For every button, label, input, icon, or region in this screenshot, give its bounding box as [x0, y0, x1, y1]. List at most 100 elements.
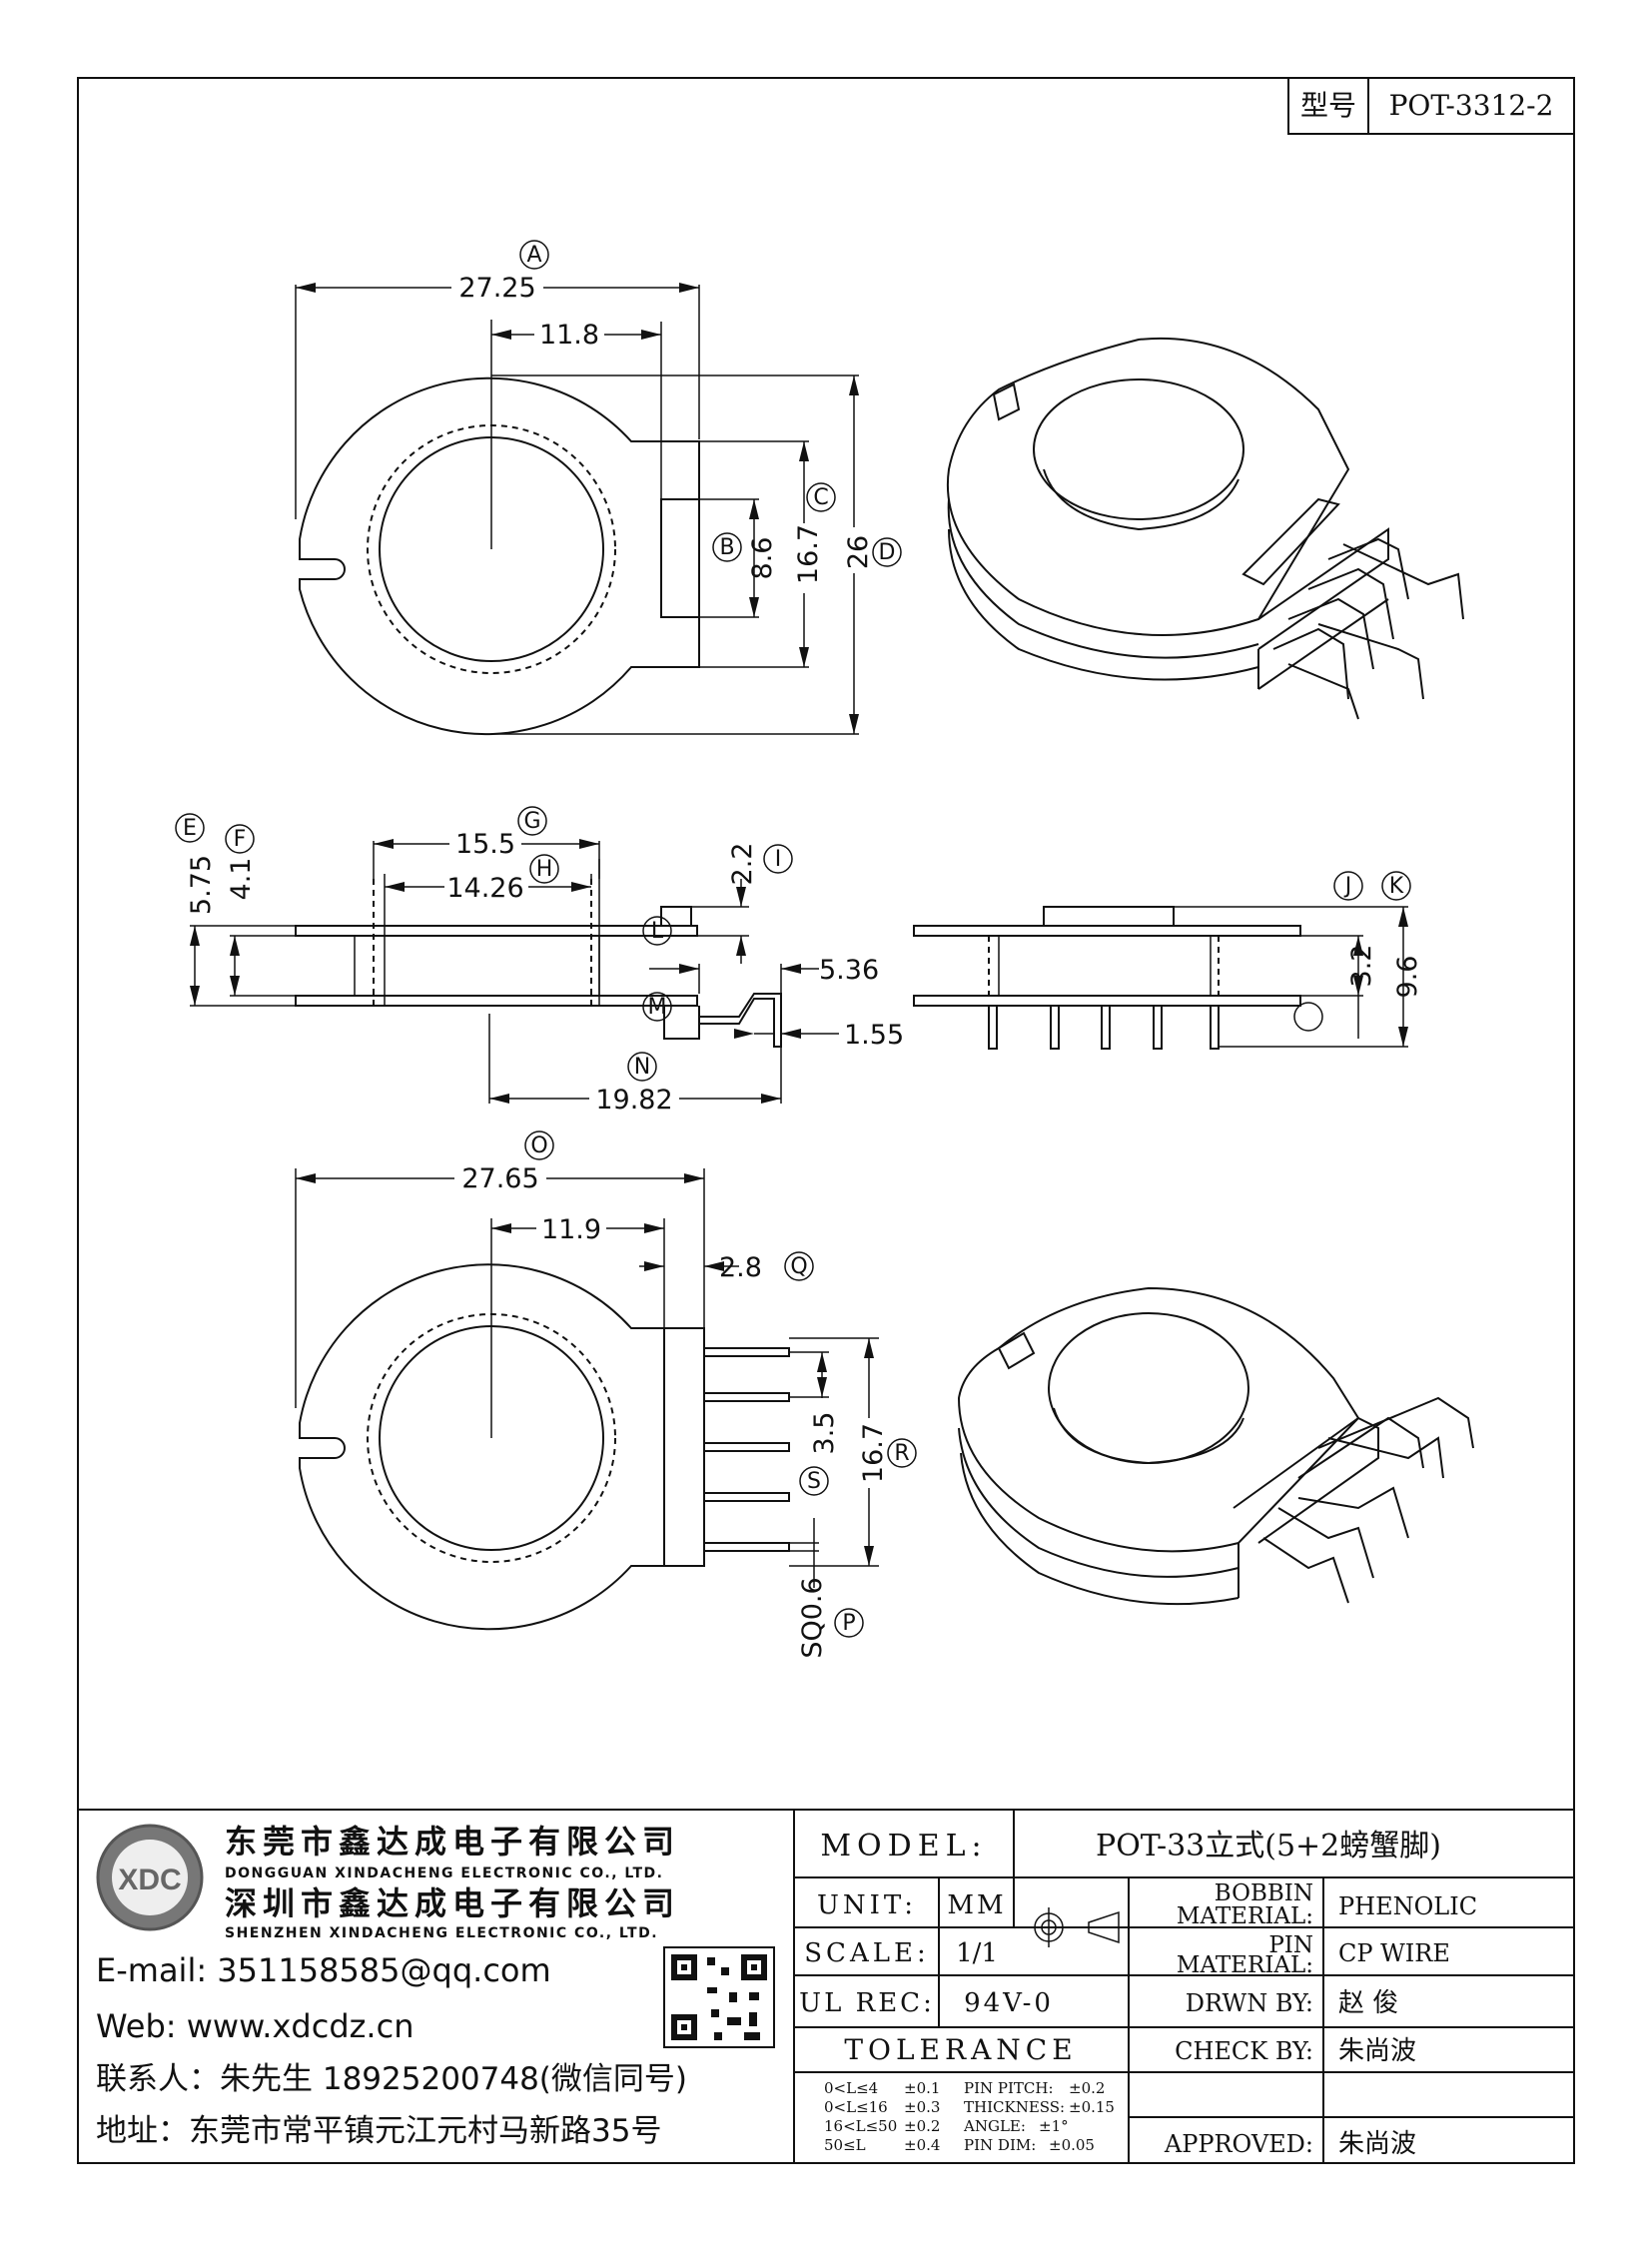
company-contact: 联系人：朱先生 18925200748(微信同号) — [96, 2061, 687, 2097]
dim-I: 2.2 — [727, 843, 758, 886]
dim-J: 3.2 — [1346, 945, 1377, 988]
dim-H: 14.26 — [446, 873, 523, 904]
tol-extra: ±0.15 — [1069, 2098, 1115, 2116]
dim-G: 15.5 — [455, 829, 515, 860]
tol-extra: ±0.2 — [1069, 2079, 1105, 2097]
letter-N: N — [634, 1055, 650, 1080]
company-en-1: DONGGUAN XINDACHENG ELECTRONIC CO., LTD. — [225, 1866, 664, 1881]
letter-K: K — [1389, 874, 1404, 899]
side-view-left: 5.75 E 4.1 F 15.5 G 14.26 H — [175, 806, 904, 1116]
letter-H: H — [536, 857, 553, 882]
letter-D: D — [879, 540, 896, 565]
dim-S: 3.5 — [809, 1412, 840, 1455]
approved-label: APPROVED: — [1164, 2130, 1313, 2158]
tol-range: 0<L≤4 — [824, 2079, 878, 2097]
company-address: 地址：东莞市常平镇元江元村马新路35号 — [96, 2113, 661, 2149]
bobbin-label-1: BOBBIN — [1215, 1880, 1313, 1906]
top-view-outline — [299, 376, 700, 736]
tol-extra: ±0.05 — [1049, 2136, 1095, 2154]
top-view: 27.25 A 11.8 8.6 B 16.7 C — [295, 240, 902, 736]
qr-code — [663, 1946, 775, 2048]
scale-label: SCALE: — [804, 1938, 930, 1968]
company-name-2: 深圳市鑫达成电子有限公司 — [225, 1884, 680, 1922]
letter-B: B — [719, 535, 734, 560]
tol-key: PIN DIM: — [964, 2136, 1036, 2154]
pin-label-2: MATERIAL: — [1177, 1952, 1313, 1978]
dim-R: 16.7 — [858, 1423, 889, 1483]
dim-Q: 2.8 — [719, 1252, 762, 1283]
isometric-view-bottom — [957, 1286, 1474, 1606]
pin-value: CP WIRE — [1338, 1939, 1450, 1967]
bottom-view: 27.65 O 11.9 2.8 Q 16.7 R 3.5 — [295, 1130, 917, 1659]
drawn-value: 赵 俊 — [1338, 1988, 1398, 2018]
tol-range: 0<L≤16 — [824, 2098, 888, 2116]
check-label: CHECK BY: — [1175, 2037, 1313, 2065]
sheet-border — [77, 77, 1575, 2164]
ulrec-label: UL REC: — [799, 1988, 935, 2018]
dim-B: 8.6 — [747, 537, 778, 580]
model-label: MODEL: — [820, 1829, 987, 1864]
tol-value: ±0.3 — [904, 2098, 940, 2116]
dim-K: 9.6 — [1392, 956, 1423, 999]
dim-O2: 11.9 — [541, 1214, 601, 1245]
dim-A: 27.25 — [458, 273, 535, 304]
dim-P: SQ0.6 — [797, 1577, 828, 1658]
tol-key: THICKNESS: — [964, 2098, 1065, 2116]
letter-P: P — [842, 1611, 855, 1636]
company-en-2: SHENZHEN XINDACHENG ELECTRONIC CO., LTD. — [225, 1925, 658, 1941]
dim-F: 4.1 — [226, 858, 257, 901]
letter-G: G — [523, 809, 540, 834]
dim-M: 1.55 — [844, 1020, 904, 1051]
tol-key: ANGLE: — [963, 2117, 1026, 2135]
tolerance-table: 0<L≤4 ±0.1 PIN PITCH: ±0.2 0<L≤16 ±0.3 T… — [824, 2079, 1115, 2154]
dim-O: 27.65 — [461, 1163, 538, 1194]
letter-R: R — [894, 1441, 909, 1466]
dim-L: 5.36 — [819, 955, 879, 986]
top-view-tab — [660, 498, 700, 618]
check-value: 朱尚波 — [1338, 2036, 1416, 2066]
letter-E: E — [183, 816, 197, 841]
logo-text: XDC — [118, 1864, 181, 1896]
tol-key: PIN PITCH: — [964, 2079, 1054, 2097]
model-value: POT-33立式(5+2螃蟹脚) — [1096, 1829, 1441, 1864]
title-block-frame — [78, 1809, 1574, 2163]
tolerance-label: TOLERANCE — [844, 2033, 1077, 2066]
dim-C: 16.7 — [793, 524, 824, 584]
tol-value: ±0.1 — [904, 2079, 940, 2097]
tol-range: 16<L≤50 — [824, 2117, 897, 2135]
letter-S: S — [807, 1469, 821, 1494]
letter-M: M — [648, 995, 667, 1020]
bobbin-label-2: MATERIAL: — [1177, 1903, 1313, 1929]
unit-label: UNIT: — [817, 1890, 917, 1920]
letter-A: A — [526, 243, 541, 268]
model-box-label: 型号 — [1300, 89, 1356, 122]
letter-L: L — [651, 919, 664, 944]
scale-value: 1/1 — [956, 1938, 998, 1968]
tol-value: ±0.4 — [904, 2136, 940, 2154]
dim-E: 5.75 — [186, 855, 217, 915]
drawn-label: DRWN BY: — [1186, 1989, 1313, 2017]
company-name-1: 东莞市鑫达成电子有限公司 — [225, 1823, 680, 1861]
letter-F: F — [234, 827, 247, 852]
pin-label-1: PIN — [1268, 1932, 1313, 1958]
ulrec-value: 94V-0 — [964, 1988, 1054, 2018]
model-box-value: POT-3312-2 — [1389, 89, 1554, 122]
side-view-right: L M 3.2 J 9.6 K — [642, 871, 1423, 1050]
isometric-view-top — [946, 337, 1464, 720]
dim-D: 26 — [843, 535, 874, 569]
letter-O: O — [530, 1133, 547, 1158]
company-logo: XDC — [96, 1824, 204, 1931]
dim-A2: 11.8 — [539, 320, 599, 351]
unit-value: MM — [947, 1890, 1006, 1920]
company-email[interactable]: E-mail: 351158585@qq.com — [96, 1951, 551, 1989]
tol-extra: ±1° — [1039, 2117, 1069, 2135]
company-web[interactable]: Web: www.xdcdz.cn — [96, 2007, 413, 2045]
tol-value: ±0.2 — [904, 2117, 940, 2135]
approved-value: 朱尚波 — [1338, 2129, 1416, 2159]
letter-J: J — [1343, 874, 1352, 899]
tol-range: 50≤L — [824, 2136, 866, 2154]
dim-N: 19.82 — [595, 1085, 672, 1116]
model-box: 型号 POT-3312-2 — [1287, 77, 1575, 135]
letter-I: I — [775, 847, 782, 872]
